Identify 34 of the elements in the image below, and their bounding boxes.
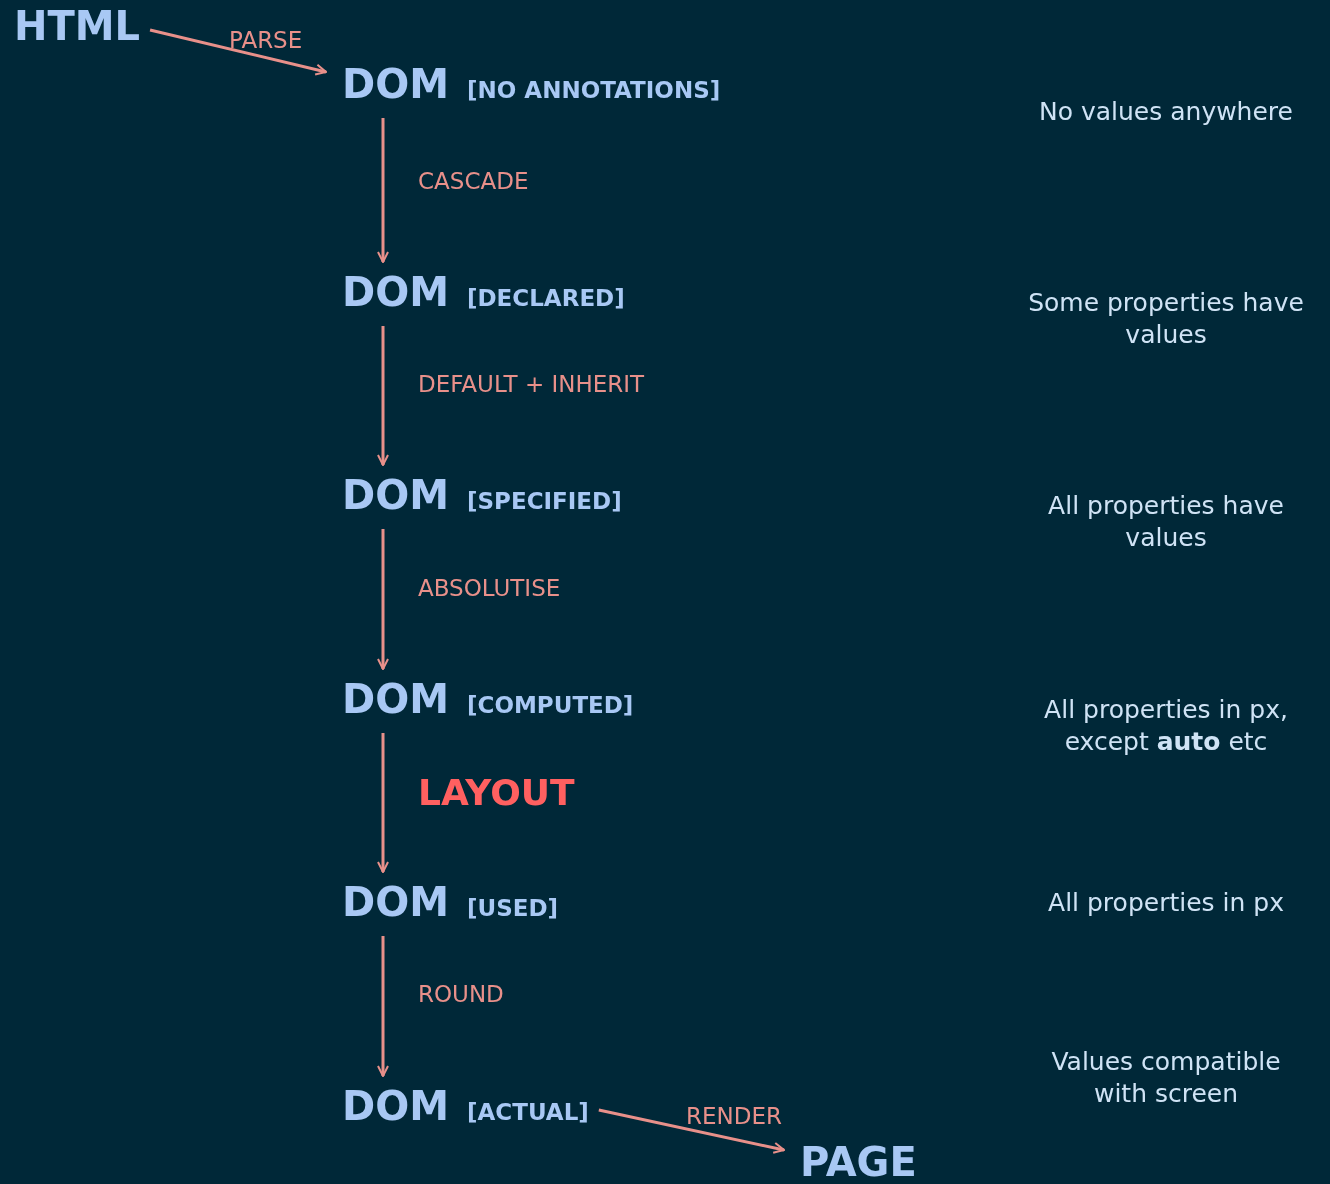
stage-title: DOM xyxy=(342,1086,449,1126)
stage-annotation: [ACTUAL] xyxy=(467,1101,589,1124)
stage-annotation: [USED] xyxy=(467,897,559,920)
edge-label: DEFAULT + INHERIT xyxy=(418,373,645,396)
stage-title: HTML xyxy=(14,6,141,46)
edge-label: LAYOUT xyxy=(418,775,575,811)
arrow xyxy=(377,118,389,263)
arrow xyxy=(377,936,389,1077)
arrow xyxy=(377,326,389,466)
stage-title: DOM xyxy=(342,882,449,922)
arrow xyxy=(598,1108,785,1154)
stage-title: DOM xyxy=(342,679,449,719)
stage-description: All properties in px, except auto etc xyxy=(1043,694,1289,758)
stage-description: All properties in px xyxy=(1047,887,1285,919)
stage-description: Values compatible with screen xyxy=(1050,1046,1282,1110)
stage-title: DOM xyxy=(342,272,449,312)
stage-annotation: [SPECIFIED] xyxy=(467,490,622,513)
stage-title: DOM xyxy=(342,64,449,104)
edge-label: ROUND xyxy=(418,983,504,1006)
edge-label: RENDER xyxy=(686,1105,782,1128)
stage-description: All properties have values xyxy=(1047,490,1285,554)
stage-description: No values anywhere xyxy=(1038,96,1294,128)
stage-annotation: [COMPUTED] xyxy=(467,694,634,717)
stage-description: Some properties have values xyxy=(1027,287,1305,351)
stage-annotation: [DECLARED] xyxy=(467,287,625,310)
edge-label: PARSE xyxy=(229,29,303,52)
arrow xyxy=(149,28,327,76)
stage-title: DOM xyxy=(342,475,449,515)
edge-label: ABSOLUTISE xyxy=(418,577,561,600)
arrow xyxy=(377,529,389,670)
arrow xyxy=(377,733,389,873)
stage-annotation: [NO ANNOTATIONS] xyxy=(467,79,721,102)
stage-title: PAGE xyxy=(800,1142,917,1182)
edge-label: CASCADE xyxy=(418,170,529,193)
